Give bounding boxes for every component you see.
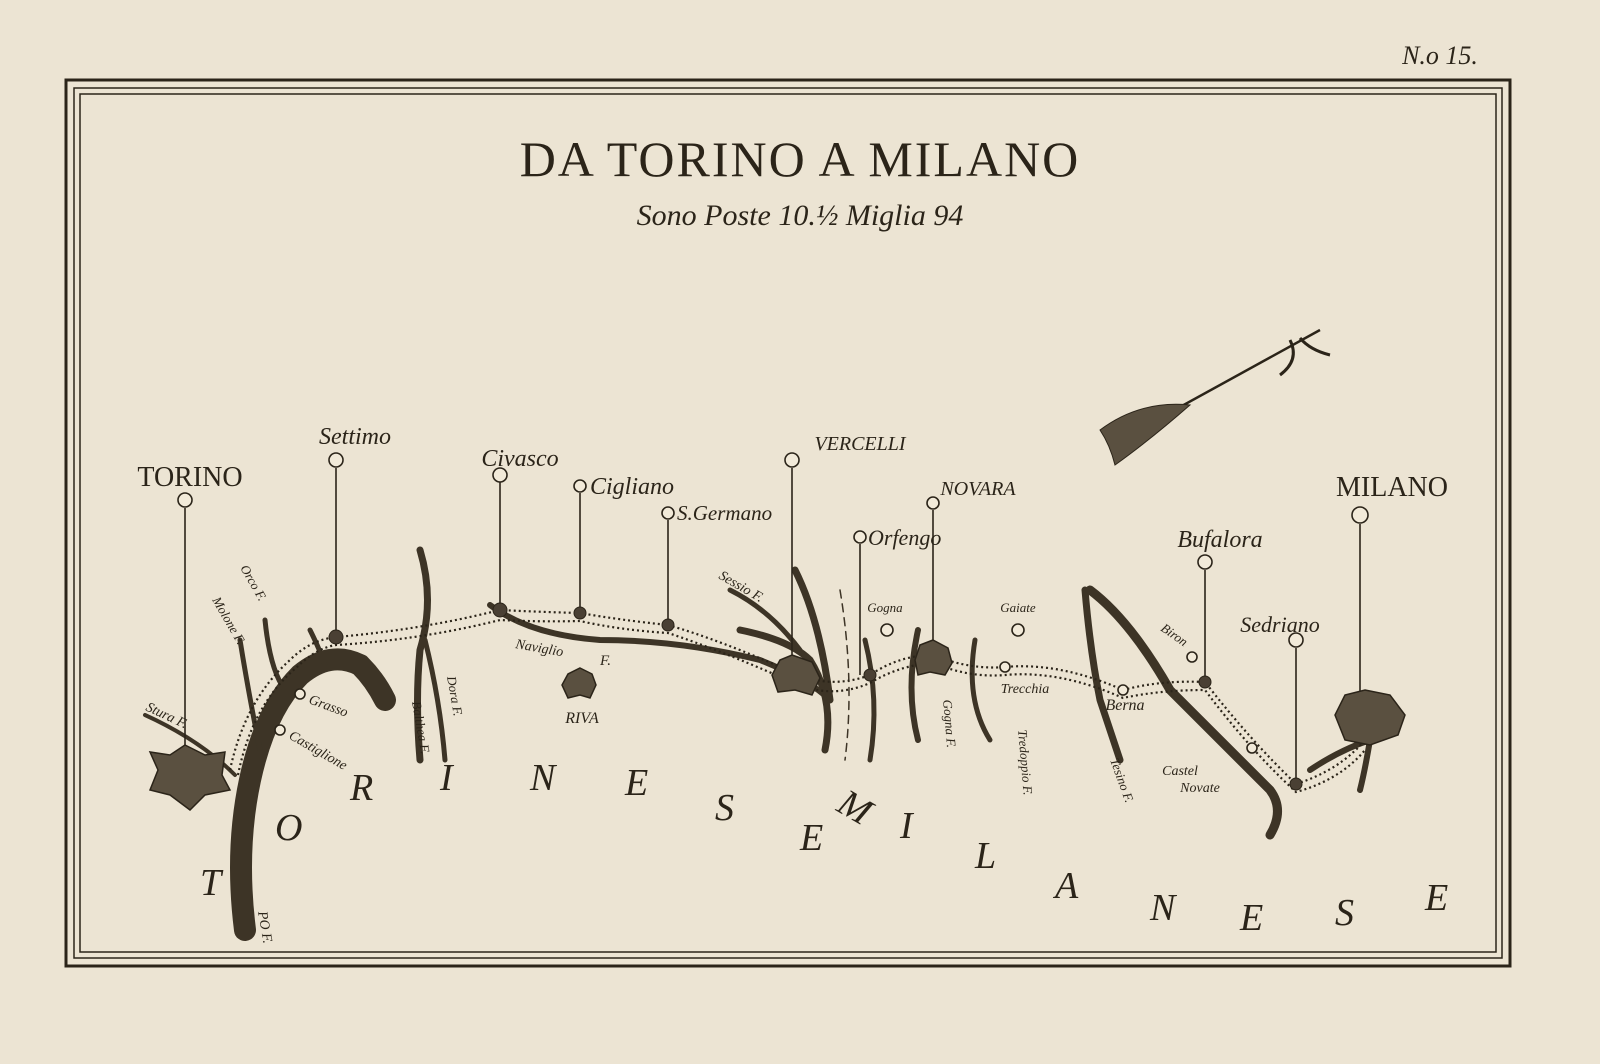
river-label-gogna: Gogna F. [940,699,959,748]
place-label-castiglione: Castiglione [286,728,349,773]
place-label-gaiate: Gaiate [1000,600,1036,615]
region-letter: E [799,817,823,859]
rivers [143,546,1374,941]
region-letter: I [899,805,915,847]
town-label-vercelli: VERCELLI [814,433,906,455]
town-label-sgermano: S.Germano [677,501,772,525]
place-label-trecchia: Trecchia [1001,682,1049,697]
fortress-icons [148,639,1406,811]
town-label-novara: NOVARA [939,478,1016,500]
region-letter: L [974,835,996,877]
place-label-biron: Biron [1158,620,1190,649]
region-letter: I [439,757,455,799]
region-letter: A [1052,865,1079,907]
place-label-gogna: Gogna [867,600,903,615]
region-letter: N [1149,887,1178,929]
town-label-milano: MILANO [1336,472,1448,503]
place-label-riva: RIVA [564,710,599,727]
place-label-novate: Novate [1179,781,1220,796]
river-label-balthea: Balthea F. [409,700,433,755]
region-milanese: M I L A N E S E [830,781,1449,939]
map-subtitle: Sono Poste 10.½ Miglia 94 [637,199,964,232]
town-label-torino: TORINO [137,462,242,493]
region-letter: O [275,807,302,849]
town-label-sedriano: Sedriano [1240,612,1319,637]
map-title: DA TORINO A MILANO [520,131,1081,187]
town-label-orfengo: Orfengo [868,525,941,550]
region-letter: T [200,862,224,904]
region-letter: S [715,787,734,829]
town-label-bufalora: Bufalora [1177,527,1262,553]
region-torinese: T O R I N E S E [200,757,823,904]
town-label-cigliano: Cigliano [590,474,674,500]
route-line [228,608,1366,786]
region-letter: S [1335,892,1354,934]
river-label-dora: Dora F. [444,674,466,717]
region-letter: M [830,781,881,835]
region-letter: E [1424,877,1448,919]
river-label-tesino: Tesino F. [1107,756,1137,805]
town-label-civasco: Civasco [481,446,558,472]
place-label-castel: Castel [1162,764,1198,779]
outer-frame [64,78,1512,968]
plate-number: N.o 15. [1401,41,1478,70]
region-letter: E [1239,897,1263,939]
middle-frame [73,87,1503,959]
town-pins [177,452,1369,791]
river-label-naviglio: Naviglio [513,637,564,660]
town-label-settimo: Settimo [319,424,391,450]
north-arrow-icon [1099,328,1331,466]
river-label-tredoppio: Tredoppio F. [1015,729,1036,796]
river-label-molone: Molone F. [209,593,249,647]
river-label-sessio: Sessio F. [716,568,766,605]
river-label-naviglio-f: F. [599,653,611,669]
river-label-po: PO F. [254,909,275,945]
river-label-orco: Orco F. [237,562,269,603]
region-letter: R [349,767,373,809]
place-label-berna: Berna [1105,697,1144,714]
region-letter: N [529,757,558,799]
place-label-grasso: Grasso [307,693,350,721]
region-letter: E [624,762,648,804]
inner-frame [79,93,1497,953]
